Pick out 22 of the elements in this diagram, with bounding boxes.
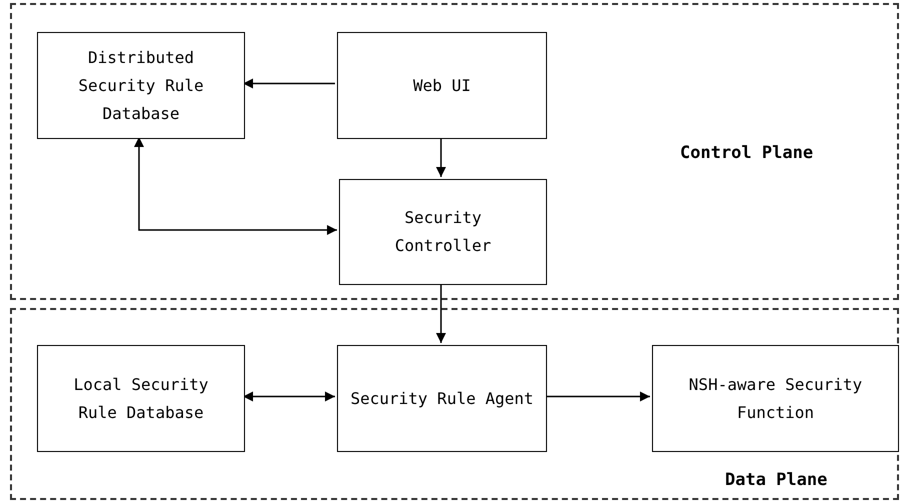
box-text: Web UI	[413, 74, 471, 96]
arrow	[436, 283, 446, 343]
process-box	[37, 32, 245, 139]
box-text: Security Rule Agent	[350, 388, 534, 410]
plane-label: Data Plane	[725, 469, 828, 492]
box-text: Distributed Security Rule Database	[77, 46, 205, 124]
box-text: NSH-aware Security Function	[688, 374, 864, 424]
arrow	[436, 137, 446, 177]
process-box	[337, 345, 547, 452]
arrow	[243, 392, 335, 402]
process-box	[337, 32, 547, 139]
arrow	[545, 392, 650, 402]
plane-region	[10, 308, 899, 500]
plane-region	[10, 3, 899, 300]
process-box	[37, 345, 245, 452]
process-box	[652, 345, 899, 452]
arrow	[134, 137, 337, 235]
box-text: Security Controller	[394, 207, 492, 257]
process-box	[339, 179, 547, 285]
arrow	[243, 78, 335, 88]
plane-label: Control Plane	[680, 142, 814, 165]
box-text: Local Security Rule Database	[72, 374, 210, 424]
